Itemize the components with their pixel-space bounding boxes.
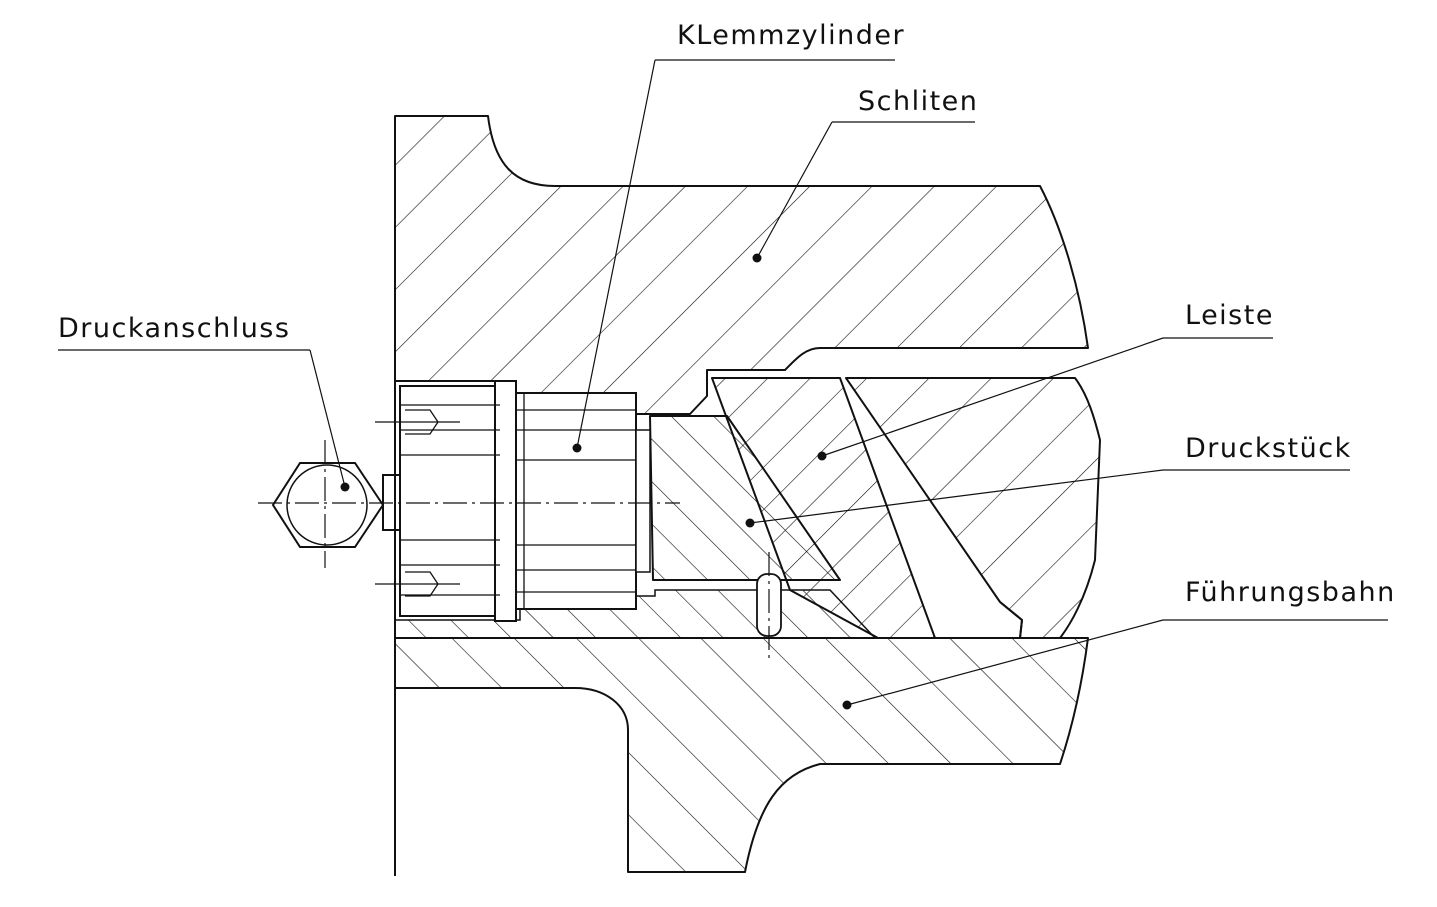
slide-part bbox=[394, 115, 1089, 415]
leader-lines bbox=[58, 59, 1388, 706]
bearing-strip bbox=[394, 589, 877, 639]
locating-pin bbox=[756, 552, 782, 658]
schliten-dot bbox=[752, 253, 762, 263]
guideway-edge bbox=[999, 601, 1023, 639]
label-schliten: Schliten bbox=[858, 86, 978, 117]
gib-strip-lower bbox=[845, 377, 1101, 639]
guideway-part bbox=[394, 637, 1089, 873]
klemmzylinder-dot bbox=[572, 443, 582, 453]
pressure-connection bbox=[271, 440, 401, 568]
label-leiste: Leiste bbox=[1185, 300, 1274, 331]
label-fuehrungsbahn: Führungsbahn bbox=[1185, 577, 1396, 608]
label-klemmzylinder: KLemmzylinder bbox=[677, 20, 905, 51]
label-druckanschluss: Druckanschluss bbox=[58, 313, 290, 344]
fuehrungsbahn-dot bbox=[842, 700, 852, 710]
label-druckstueck: Druckstück bbox=[1185, 433, 1352, 464]
pressure-piece-part bbox=[649, 415, 841, 581]
druckanschluss-dot bbox=[340, 482, 350, 492]
druckstueck-dot bbox=[745, 518, 755, 528]
leiste-dot bbox=[817, 451, 827, 461]
clamping-cylinder bbox=[375, 380, 651, 622]
